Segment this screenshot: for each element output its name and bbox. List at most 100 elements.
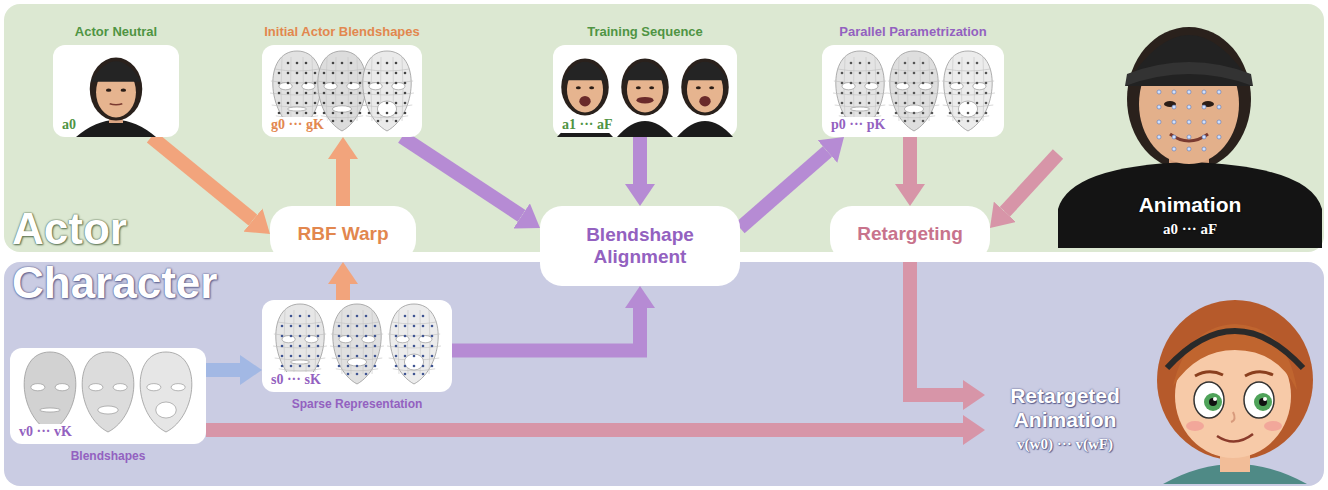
- marker-dot: [332, 112, 335, 115]
- eye-hole: [55, 384, 69, 391]
- marker-dot: [868, 102, 871, 105]
- marker-dot: [904, 120, 907, 123]
- tracking-dot: [1187, 135, 1191, 139]
- marker-dot: [374, 335, 377, 338]
- marker-dot: [296, 92, 299, 95]
- brow: [1195, 372, 1223, 376]
- marker-dot: [958, 92, 961, 95]
- shirt: [1058, 162, 1322, 248]
- tracking-dot: [1217, 90, 1221, 94]
- marker-dot: [296, 62, 299, 65]
- marker-dot: [850, 112, 853, 115]
- marker-dot: [341, 72, 344, 75]
- eye: [649, 86, 654, 89]
- marker-dot: [395, 120, 398, 123]
- marker-dot: [976, 62, 979, 65]
- marker-dot: [877, 72, 880, 75]
- marker-dot: [958, 102, 961, 105]
- eye-hole: [865, 83, 878, 90]
- marker-dot: [895, 82, 898, 85]
- marker-dot: [338, 335, 341, 338]
- marker-dot: [314, 82, 317, 85]
- tracking-dot: [1217, 135, 1221, 139]
- panel-heading: Actor Neutral: [75, 24, 157, 39]
- flow-arrow: [740, 151, 827, 228]
- marker-dot: [290, 365, 293, 368]
- marker-dot: [913, 62, 916, 65]
- marker-dot: [913, 82, 916, 85]
- variable-label: a1 ··· aF: [559, 117, 616, 133]
- marker-dot: [365, 315, 368, 318]
- pupil: [1209, 398, 1217, 406]
- process-box: Retargeting: [830, 206, 990, 262]
- image-panel: v0 ··· vKBlendshapes: [10, 348, 206, 444]
- hair: [621, 58, 669, 115]
- marker-dot: [913, 92, 916, 95]
- eye-hole: [171, 384, 185, 391]
- marker-dot: [305, 72, 308, 75]
- panel-heading: Training Sequence: [587, 24, 703, 39]
- marker-dot: [422, 373, 425, 376]
- marker-dot: [356, 365, 359, 368]
- result-label: Animation: [1139, 193, 1242, 217]
- flow-arrow: [206, 363, 240, 377]
- marker-dot: [850, 62, 853, 65]
- process-label: Blendshape Alignment: [562, 224, 718, 268]
- marker-dot: [359, 72, 362, 75]
- photo-panel: Animationa0 ··· aF: [1058, 4, 1322, 248]
- eye-hole: [419, 336, 432, 343]
- marker-dot: [365, 335, 368, 338]
- eye-hole: [324, 83, 337, 90]
- marker-dot: [281, 345, 284, 348]
- marker-dot: [413, 345, 416, 348]
- marker-dot: [404, 315, 407, 318]
- marker-dot: [308, 315, 311, 318]
- marker-dot: [976, 72, 979, 75]
- tracking-dot: [1157, 105, 1161, 109]
- panel-caption: Sparse Representation: [292, 397, 423, 411]
- tracking-dot: [1202, 105, 1206, 109]
- marker-dot: [365, 355, 368, 358]
- marker-dot: [299, 365, 302, 368]
- marker-dot: [356, 345, 359, 348]
- marker-dot: [278, 102, 281, 105]
- marker-dot: [850, 92, 853, 95]
- beanie: [1125, 35, 1253, 86]
- marker-dot: [877, 82, 880, 85]
- marker-dot: [868, 62, 871, 65]
- marker-dot: [949, 72, 952, 75]
- marker-dot: [913, 112, 916, 115]
- marker-dot: [365, 345, 368, 348]
- marker-dot: [278, 72, 281, 75]
- marker-dot: [404, 92, 407, 95]
- marker-dot: [359, 112, 362, 115]
- marker-dot: [859, 72, 862, 75]
- marker-dot: [931, 102, 934, 105]
- marker-dot: [958, 82, 961, 85]
- marker-dot: [386, 102, 389, 105]
- marker-dot: [985, 72, 988, 75]
- mesh-line: [835, 105, 886, 107]
- eye-hole: [147, 384, 161, 391]
- flow-arrow: [910, 262, 963, 395]
- image-panel: s0 ··· sKSparse Representation: [262, 300, 452, 392]
- tracking-dot: [1172, 105, 1176, 109]
- marker-dot: [413, 315, 416, 318]
- marker-dot: [841, 92, 844, 95]
- eye: [636, 86, 641, 89]
- panel-caption: Blendshapes: [71, 449, 146, 463]
- marker-dot: [338, 365, 341, 368]
- eye-hole: [973, 83, 986, 90]
- variable-label: a0: [59, 117, 79, 133]
- marker-dot: [317, 365, 320, 368]
- marker-dot: [967, 72, 970, 75]
- marker-dot: [913, 120, 916, 123]
- marker-dot: [368, 102, 371, 105]
- marker-dot: [976, 120, 979, 123]
- process-box: RBF Warp: [270, 206, 416, 262]
- marker-dot: [904, 102, 907, 105]
- mesh-line: [893, 116, 935, 118]
- marker-dot: [317, 325, 320, 328]
- flow-arrow: [903, 137, 917, 184]
- marker-dot: [296, 112, 299, 115]
